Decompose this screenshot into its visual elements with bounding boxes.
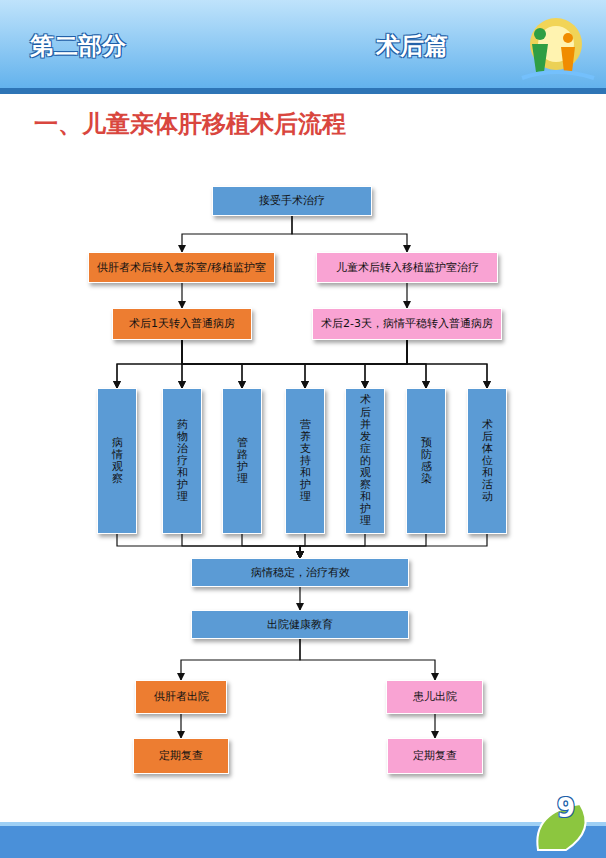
box-text: 术后1天转入普通病房: [129, 317, 235, 331]
flow-connector: [434, 714, 435, 738]
flow-connector: [182, 340, 426, 388]
flow-connector: [365, 340, 407, 388]
vertical-process-box: 术后并发症的观察和护理: [345, 388, 385, 534]
box-text: 供肝者术后转入复苏室/移植监护室: [97, 261, 266, 275]
box-text: 预防感染: [421, 437, 432, 485]
flow-connector: [242, 340, 407, 388]
flow-connector: [406, 283, 407, 308]
box-text: 术后2-3天，病情平稳转入普通病房: [321, 317, 493, 331]
flow-connector: [182, 340, 407, 388]
box-text: 供肝者出院: [154, 690, 209, 704]
box-text: 患儿出院: [413, 690, 457, 704]
section-label: 第二部分: [30, 30, 126, 62]
process-box: 术后2-3天，病情平稳转入普通病房: [312, 308, 502, 340]
flow-connector: [181, 283, 182, 308]
logo-sun: [522, 18, 594, 78]
flow-connector: [305, 340, 407, 388]
process-box: 定期复查: [387, 738, 483, 774]
flow-connector: [182, 534, 300, 558]
vertical-process-box: 营养支持和护理: [285, 388, 325, 534]
footer-band: [0, 826, 606, 858]
vertical-process-box: 管路护理: [222, 388, 262, 534]
box-text: 管路护理: [237, 437, 248, 485]
header-band: [0, 0, 606, 92]
process-box: 定期复查: [133, 738, 229, 774]
box-text: 儿童术后转入移植监护室治疗: [336, 261, 479, 275]
box-text: 接受手术治疗: [259, 194, 325, 208]
section-label: 术后篇: [376, 30, 448, 62]
flow-connector: [292, 216, 407, 252]
box-text: 术后体位和活动: [482, 419, 493, 504]
box-text: 定期复查: [413, 749, 457, 763]
box-text: 药物治疗和护理: [177, 419, 188, 504]
flow-connector: [300, 639, 435, 680]
box-text: 术后并发症的观察和护理: [360, 394, 371, 527]
flow-connector: [181, 639, 300, 680]
vertical-process-box: 病情观察: [97, 388, 137, 534]
box-text: 病情稳定，治疗有效: [251, 566, 350, 580]
process-box: 出院健康教育: [191, 610, 409, 639]
vertical-process-box: 术后体位和活动: [467, 388, 507, 534]
flow-connector: [242, 534, 300, 558]
box-text: 营养支持和护理: [300, 419, 311, 504]
vertical-process-box: 预防感染: [406, 388, 446, 534]
process-box: 患儿出院: [386, 680, 483, 714]
vertical-process-box: 药物治疗和护理: [162, 388, 202, 534]
flow-connector: [300, 534, 487, 558]
flow-connector: [117, 534, 300, 558]
process-box: 术后1天转入普通病房: [112, 308, 252, 340]
flow-connector: [407, 340, 487, 388]
flow-connector: [299, 587, 300, 610]
box-text: 定期复查: [159, 749, 203, 763]
process-box: 接受手术治疗: [212, 186, 372, 216]
footer-rule: [0, 822, 606, 826]
flow-connector: [182, 216, 292, 252]
flow-connector: [117, 340, 407, 388]
box-text: 出院健康教育: [267, 618, 333, 632]
box-text: 病情观察: [112, 437, 123, 485]
flow-connector: [182, 340, 487, 388]
flow-connector: [180, 714, 181, 738]
page-title: 一、儿童亲体肝移植术后流程: [34, 108, 346, 140]
header-rule: [0, 88, 606, 94]
page-number: 9: [557, 793, 575, 823]
process-box: 供肝者出院: [135, 680, 227, 714]
process-box: 病情稳定，治疗有效: [191, 558, 409, 587]
process-box: 供肝者术后转入复苏室/移植监护室: [88, 252, 275, 283]
process-box: 儿童术后转入移植监护室治疗: [316, 252, 498, 283]
